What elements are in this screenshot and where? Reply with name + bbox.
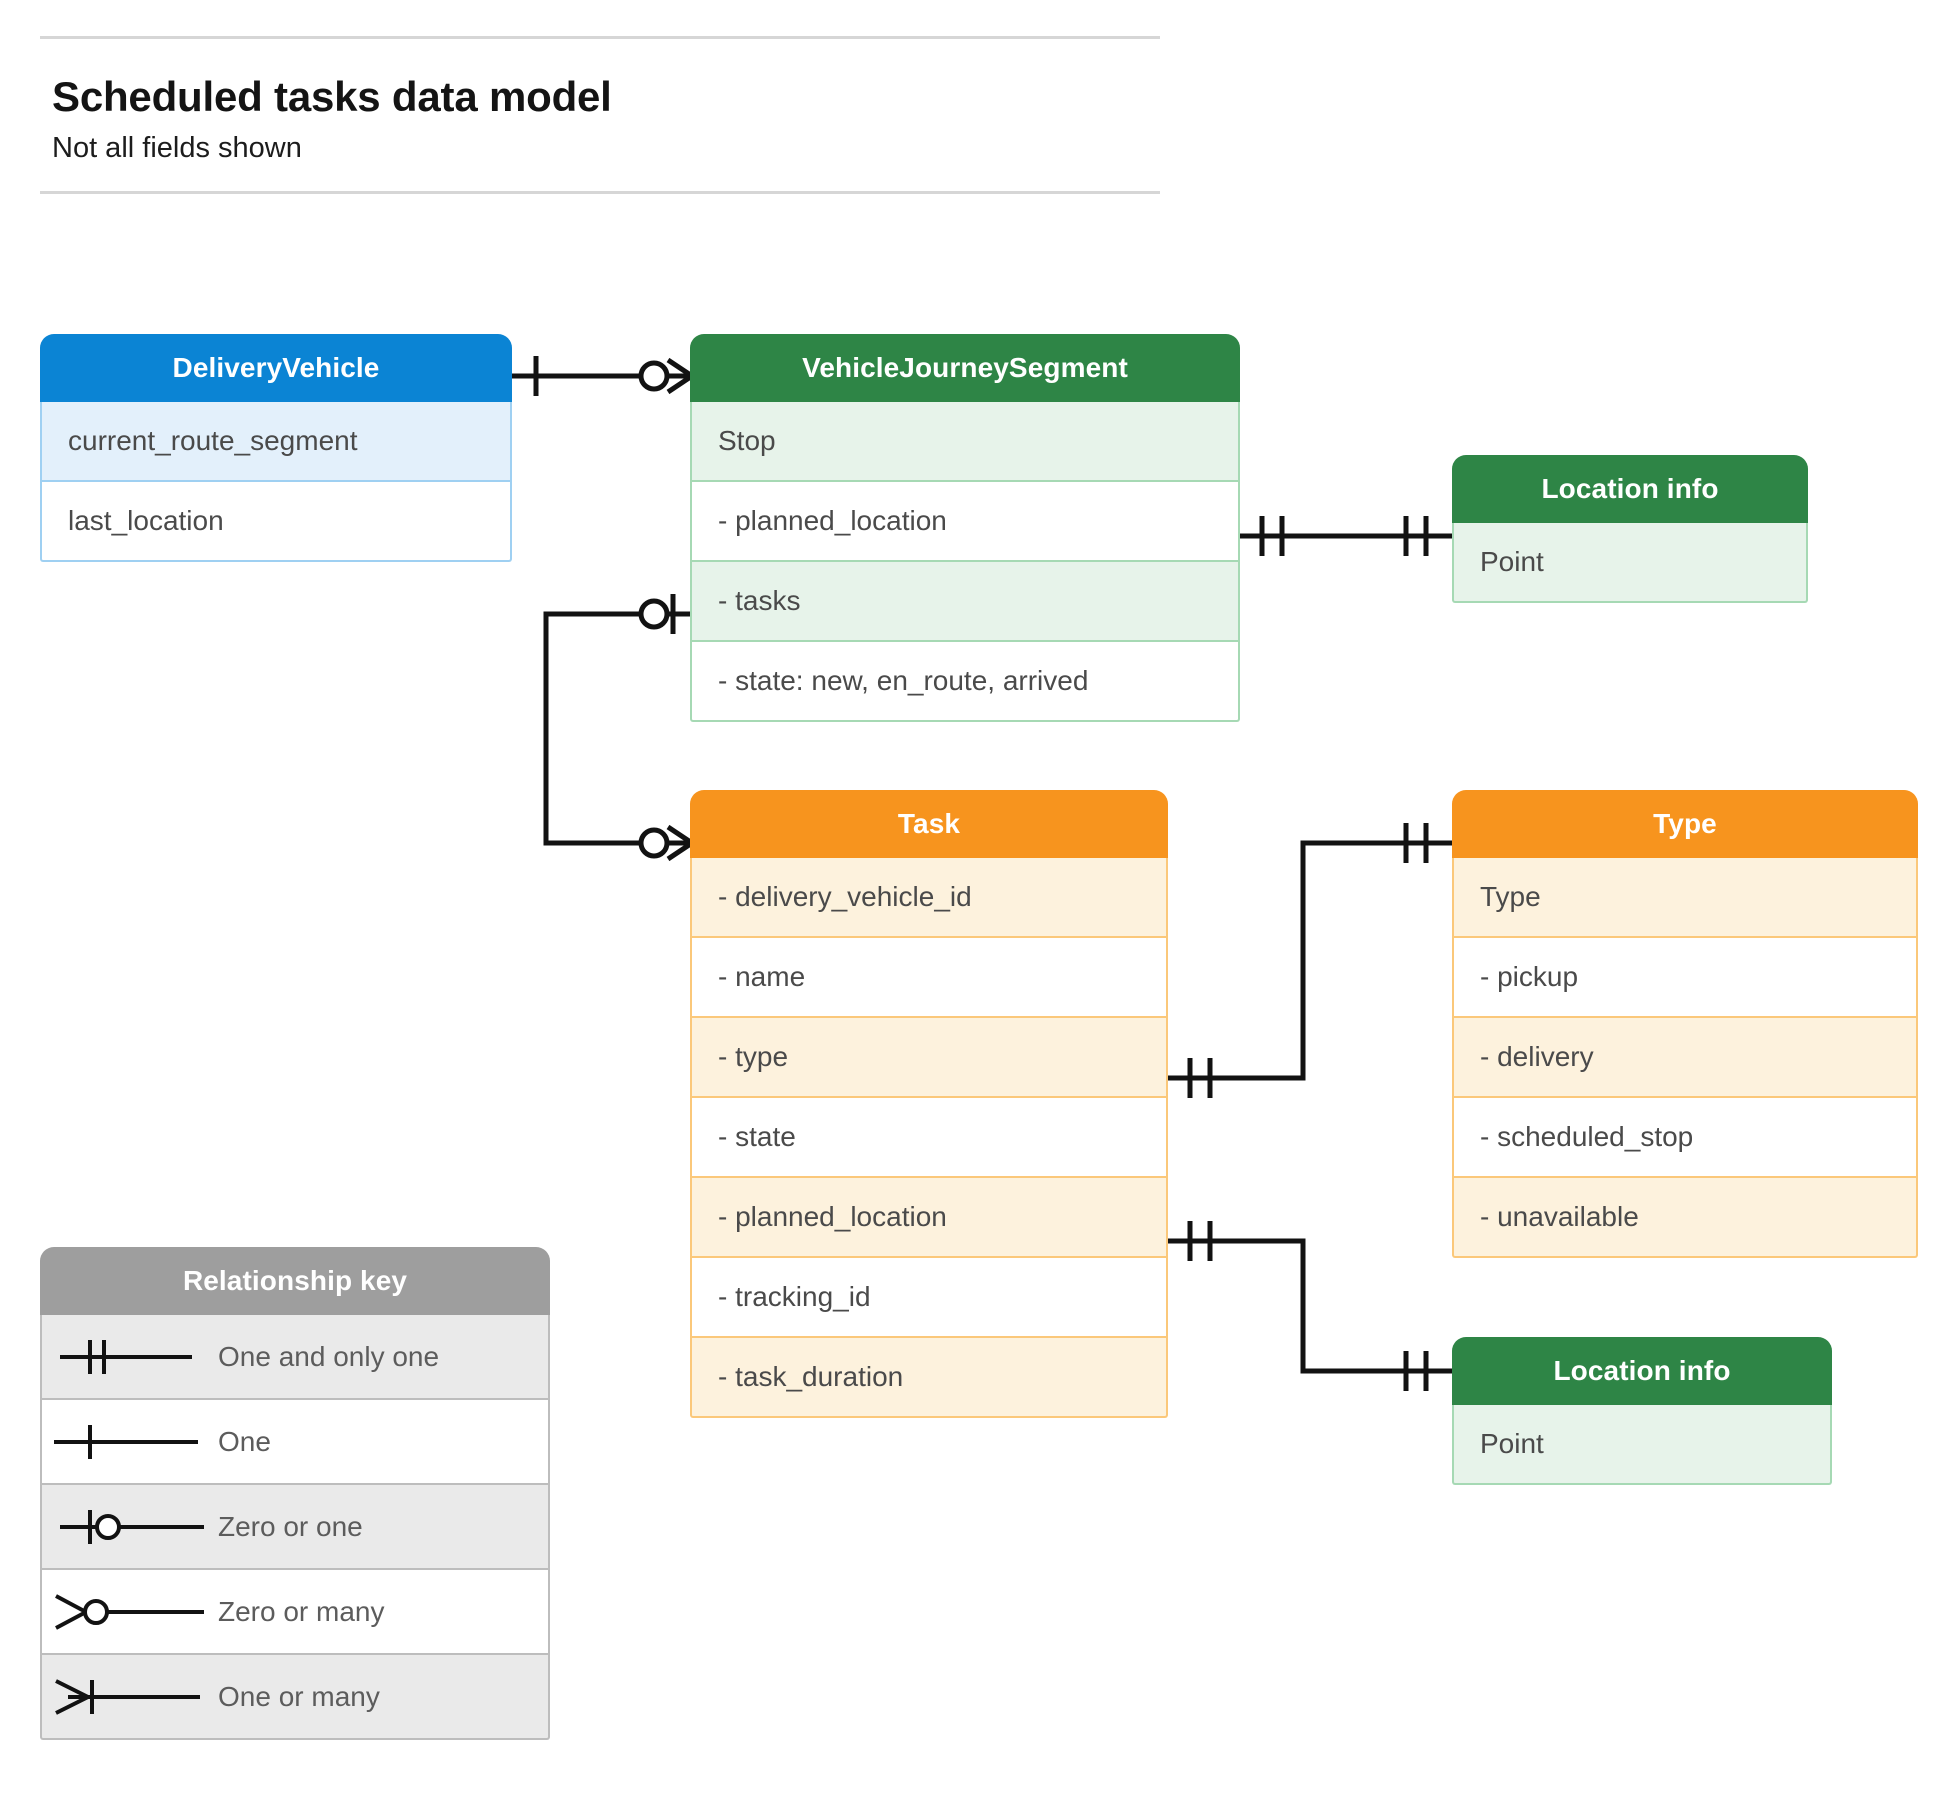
header-bottom-rule <box>40 190 1160 194</box>
entity-task[interactable]: Task - delivery_vehicle_id - name - type… <box>690 790 1168 1418</box>
zero-or-one-icon <box>60 1509 204 1544</box>
legend-item-one-and-only-one: One and only one <box>40 1315 550 1400</box>
connector-vehiclejourneysegment-plannedlocation-to-locationinfo <box>1240 516 1452 556</box>
entity-deliveryvehicle-field-1: last_location <box>40 482 512 562</box>
entity-type-field-1: - pickup <box>1452 938 1918 1018</box>
legend-item-label: One or many <box>218 1680 380 1712</box>
entity-task-field-5: - tracking_id <box>690 1258 1168 1338</box>
page-title: Scheduled tasks data model <box>52 73 612 120</box>
header-top-rule <box>40 36 1160 39</box>
entity-locationinfo-bottom[interactable]: Location info Point <box>1452 1337 1832 1485</box>
legend-item-one: One <box>40 1400 550 1485</box>
entity-type-field-0: Type <box>1452 858 1918 938</box>
legend-item-one-or-many: One or many <box>40 1655 550 1740</box>
entity-deliveryvehicle-title: DeliveryVehicle <box>40 334 512 402</box>
entity-task-field-2: - type <box>690 1018 1168 1098</box>
entity-task-title: Task <box>690 790 1168 858</box>
entity-vehiclejourneysegment-field-3: - state: new, en_route, arrived <box>690 642 1240 722</box>
legend-item-label: Zero or many <box>218 1595 385 1627</box>
connector-vehiclejourneysegment-tasks-to-task <box>543 594 694 862</box>
entity-vehiclejourneysegment-field-1: - planned_location <box>690 482 1240 562</box>
entity-task-field-4: - planned_location <box>690 1178 1168 1258</box>
relationship-key-legend: Relationship key One and only one One <box>40 1247 550 1740</box>
entity-locationinfo-bottom-title: Location info <box>1452 1337 1832 1405</box>
legend-item-zero-or-one: Zero or one <box>40 1485 550 1570</box>
one-or-many-icon <box>55 1678 200 1715</box>
connector-task-plannedlocation-to-locationinfo <box>1168 1221 1452 1391</box>
legend-item-label: Zero or one <box>218 1510 363 1542</box>
one-icon <box>54 1424 198 1459</box>
legend-item-label: One and only one <box>218 1340 440 1372</box>
diagram-header: Scheduled tasks data model Not all field… <box>40 36 1160 194</box>
one-and-only-one-icon <box>60 1339 192 1374</box>
entity-type-field-3: - scheduled_stop <box>1452 1098 1918 1178</box>
entity-task-field-6: - task_duration <box>690 1338 1168 1418</box>
entity-vehiclejourneysegment-field-0: Stop <box>690 402 1240 482</box>
entity-locationinfo-top-title: Location info <box>1452 455 1808 523</box>
connector-task-type-to-type <box>1168 823 1452 1098</box>
relationship-key-title: Relationship key <box>40 1247 550 1315</box>
connector-deliveryvehicle-to-vehiclejourneysegment <box>512 356 694 396</box>
entity-deliveryvehicle-field-0: current_route_segment <box>40 402 512 482</box>
legend-item-label: One <box>218 1425 271 1457</box>
entity-locationinfo-top[interactable]: Location info Point <box>1452 455 1808 603</box>
entity-type[interactable]: Type Type - pickup - delivery - schedule… <box>1452 790 1918 1258</box>
page-subtitle: Not all fields shown <box>52 132 302 165</box>
entity-vehiclejourneysegment-field-2: - tasks <box>690 562 1240 642</box>
entity-task-field-1: - name <box>690 938 1168 1018</box>
legend-item-zero-or-many: Zero or many <box>40 1570 550 1655</box>
entity-vehiclejourneysegment[interactable]: VehicleJourneySegment Stop - planned_loc… <box>690 334 1240 722</box>
entity-type-field-4: - unavailable <box>1452 1178 1918 1258</box>
entity-vehiclejourneysegment-title: VehicleJourneySegment <box>690 334 1240 402</box>
entity-locationinfo-bottom-field-0: Point <box>1452 1405 1832 1485</box>
entity-type-title: Type <box>1452 790 1918 858</box>
entity-locationinfo-top-field-0: Point <box>1452 523 1808 603</box>
entity-task-field-3: - state <box>690 1098 1168 1178</box>
entity-deliveryvehicle[interactable]: DeliveryVehicle current_route_segment la… <box>40 334 512 562</box>
zero-or-many-icon <box>55 1593 204 1630</box>
entity-task-field-0: - delivery_vehicle_id <box>690 858 1168 938</box>
entity-type-field-2: - delivery <box>1452 1018 1918 1098</box>
